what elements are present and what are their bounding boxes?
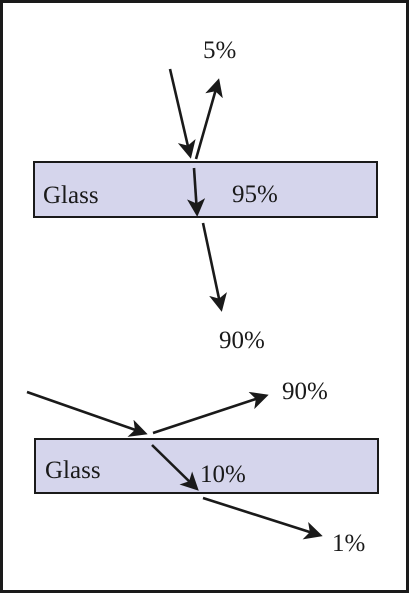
top-transmitted-ray xyxy=(201,222,227,312)
top-reflected-ray xyxy=(194,78,223,160)
top-panel: Glass 5% 95% 90% xyxy=(33,37,378,354)
bottom-refracted-ray xyxy=(151,444,199,491)
bottom-reflected-ray xyxy=(152,391,269,435)
bottom-transmitted-ray xyxy=(202,496,323,540)
bottom-inside-percent: 10% xyxy=(200,461,246,488)
top-glass-slab xyxy=(33,161,378,218)
light-reflection-diagram: Glass 5% 95% 90% Glass 90% 10% 1% xyxy=(26,37,379,557)
top-transmitted-percent: 90% xyxy=(219,327,265,354)
bottom-panel: Glass 90% 10% 1% xyxy=(26,378,379,557)
bottom-glass-label: Glass xyxy=(45,457,101,484)
top-reflected-percent: 5% xyxy=(203,37,236,64)
bottom-reflected-percent: 90% xyxy=(282,378,328,405)
top-glass-label: Glass xyxy=(43,182,99,209)
top-refracted-ray xyxy=(186,167,206,217)
top-incident-ray xyxy=(168,68,196,159)
bottom-incident-ray xyxy=(26,390,148,437)
top-inside-percent: 95% xyxy=(232,181,278,208)
bottom-transmitted-percent: 1% xyxy=(332,530,365,557)
bottom-glass-slab xyxy=(34,438,379,494)
